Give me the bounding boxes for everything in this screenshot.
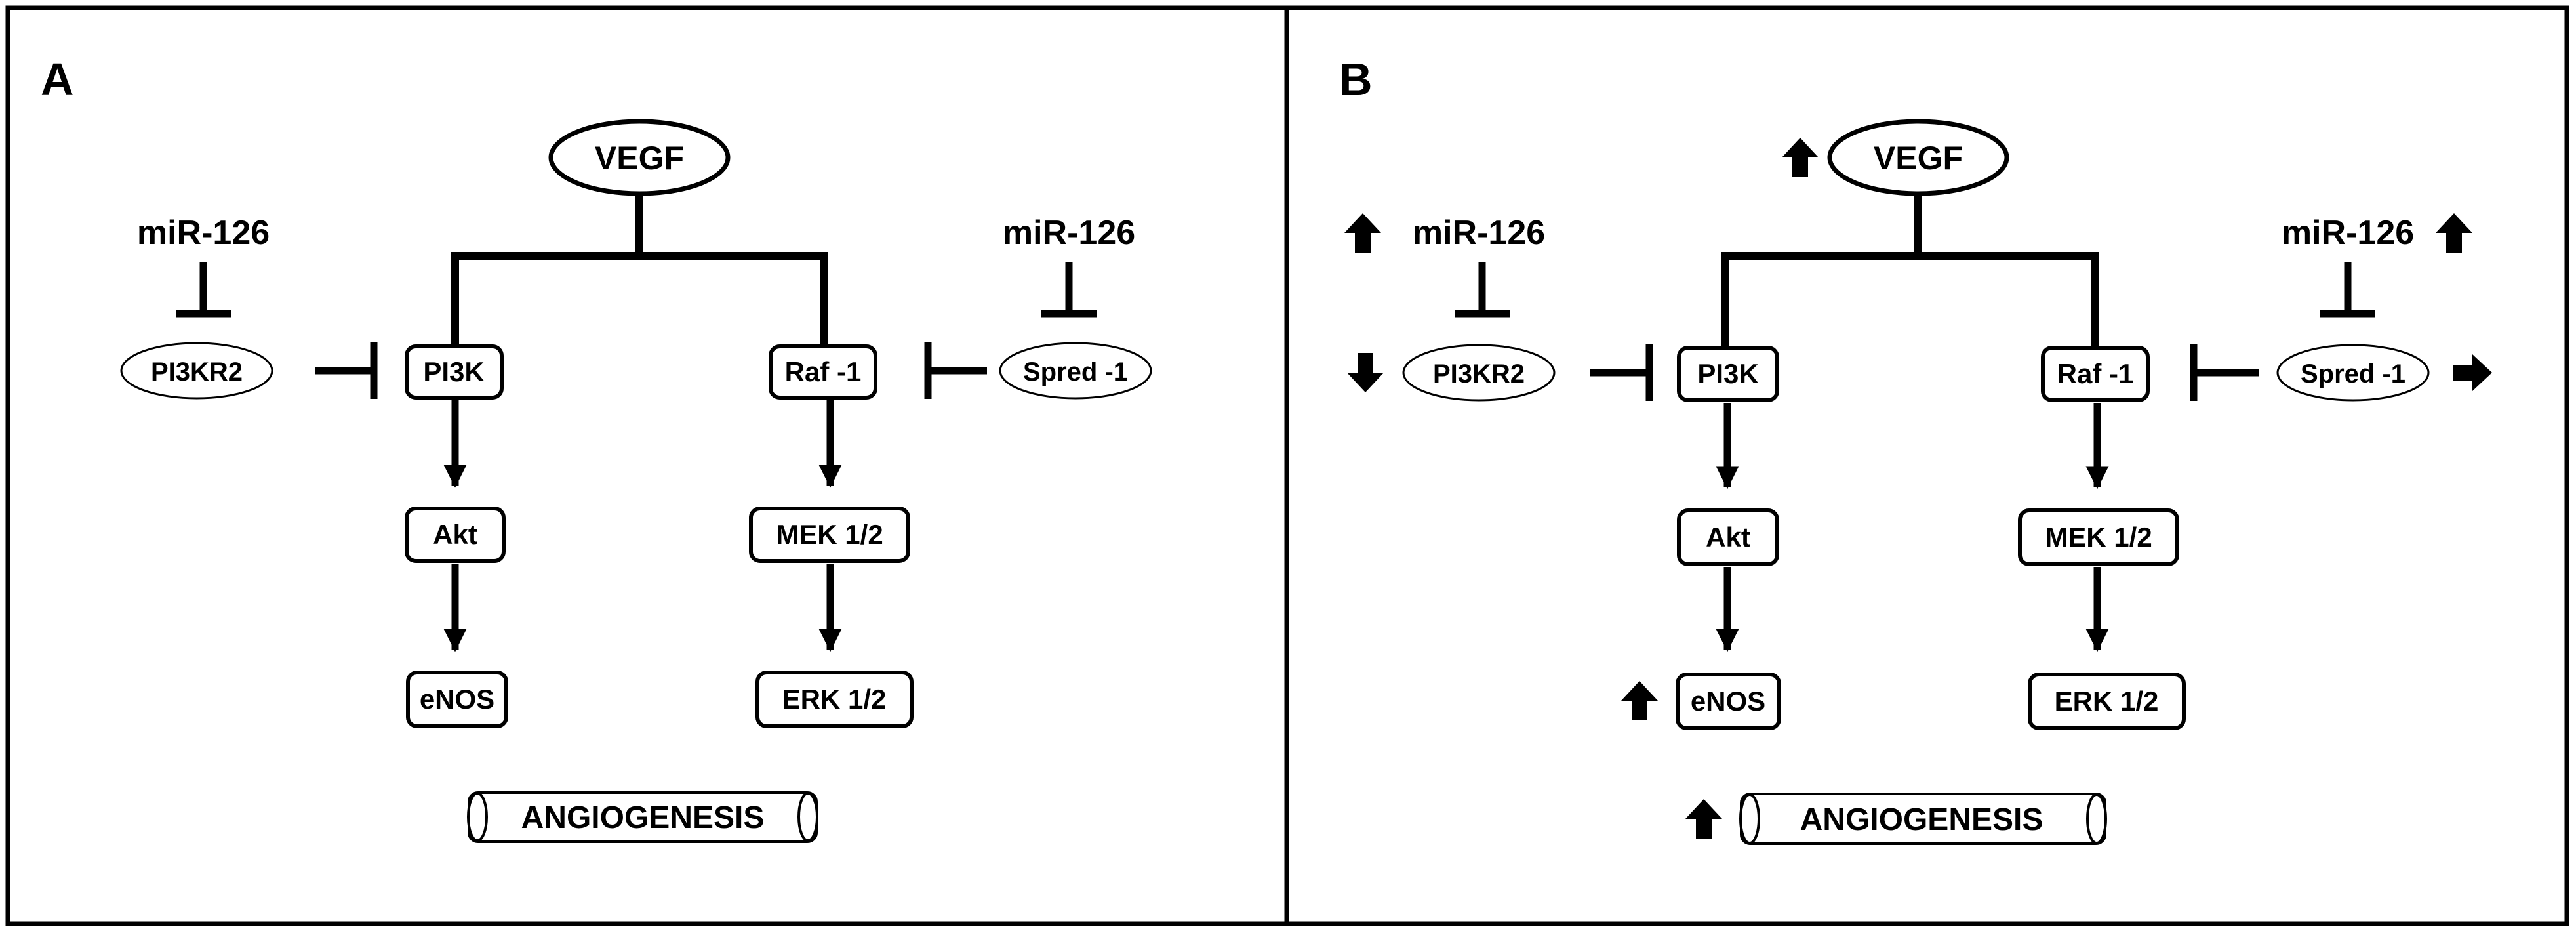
erk12-node <box>755 671 914 728</box>
akt-label: Akt <box>1706 522 1750 552</box>
panel-a-label: A <box>41 54 74 105</box>
panel-b-label: B <box>1339 54 1373 105</box>
mir126-left-inhibition <box>176 262 231 318</box>
pi3k-label: PI3K <box>1697 358 1758 389</box>
pi3k-label: PI3K <box>423 356 484 387</box>
spred1-inhibits-raf1 <box>2190 344 2259 401</box>
vegf-branch-lines <box>1721 194 2099 348</box>
spred1-label: Spred -1 <box>2301 360 2405 388</box>
mir126-right-up-arrow-icon <box>2436 213 2472 253</box>
mir126-right-inhibition <box>2320 262 2375 318</box>
panel-b-activation-arrows <box>1716 403 2109 652</box>
erk12-label: ERK 1/2 <box>782 684 887 715</box>
angiogenesis-label: ANGIOGENESIS <box>1800 802 2043 837</box>
enos-label: eNOS <box>1691 686 1765 716</box>
panel-a: A VEGF miR-126 miR-126 PI3KR2 Spred -1 <box>5 5 1289 926</box>
raf1-label: Raf -1 <box>785 356 862 387</box>
mir126-left-label: miR-126 <box>1413 214 1545 252</box>
spred1-inhibits-raf1 <box>924 342 987 399</box>
mir126-right-inhibition <box>1041 262 1097 318</box>
raf1-node <box>2041 346 2150 402</box>
mir126-left-up-arrow-icon <box>1344 213 1381 253</box>
mek12-node <box>749 507 910 563</box>
enos-node <box>406 671 508 728</box>
angiogenesis-label: ANGIOGENESIS <box>521 800 765 835</box>
enos-up-arrow-icon <box>1621 681 1658 720</box>
panel-b: B VEGF miR-126 miR-126 PI3KR2 <box>1284 5 2569 926</box>
vegf-label: VEGF <box>595 140 684 176</box>
akt-label: Akt <box>433 519 477 550</box>
angiogenesis-node <box>1739 793 2107 845</box>
angiogenesis-up-arrow-icon <box>1685 799 1722 839</box>
mir126-right-label: miR-126 <box>1003 214 1135 252</box>
enos-label: eNOS <box>420 684 494 715</box>
pi3k-node <box>1677 346 1779 402</box>
pi3kr2-down-arrow-icon <box>1347 353 1384 392</box>
spred1-node <box>2276 344 2430 402</box>
erk12-node <box>2028 673 2186 730</box>
pi3kr2-inhibits-pi3k <box>1590 344 1653 401</box>
mek12-label: MEK 1/2 <box>776 519 883 550</box>
panel-a-activation-arrows <box>443 400 842 652</box>
vegf-branch-lines <box>451 194 828 348</box>
pi3kr2-inhibits-pi3k <box>315 342 378 399</box>
akt-node <box>405 507 506 563</box>
panel-b-border <box>1284 5 2569 926</box>
vegf-label: VEGF <box>1874 140 1963 176</box>
mek12-node <box>2018 508 2179 566</box>
vegf-up-arrow-icon <box>1782 138 1819 177</box>
spred1-label: Spred -1 <box>1023 358 1128 386</box>
pi3kr2-node <box>1402 344 1556 402</box>
angiogenesis-node <box>467 791 818 843</box>
erk12-label: ERK 1/2 <box>2055 686 2159 716</box>
akt-node <box>1677 508 1779 566</box>
mek12-label: MEK 1/2 <box>2045 522 2152 552</box>
mir126-right-label: miR-126 <box>2282 214 2414 252</box>
pi3k-node <box>405 344 504 400</box>
mir126-left-inhibition <box>1455 262 1510 318</box>
raf1-node <box>769 344 877 400</box>
pi3kr2-label: PI3KR2 <box>151 358 243 386</box>
enos-node <box>1676 673 1781 730</box>
pi3kr2-node <box>120 342 273 400</box>
raf1-label: Raf -1 <box>2057 358 2134 389</box>
spred1-node <box>999 342 1152 400</box>
pi3kr2-label: PI3KR2 <box>1433 360 1525 388</box>
mir126-left-label: miR-126 <box>137 214 270 252</box>
spred1-right-arrow-icon <box>2453 354 2492 391</box>
